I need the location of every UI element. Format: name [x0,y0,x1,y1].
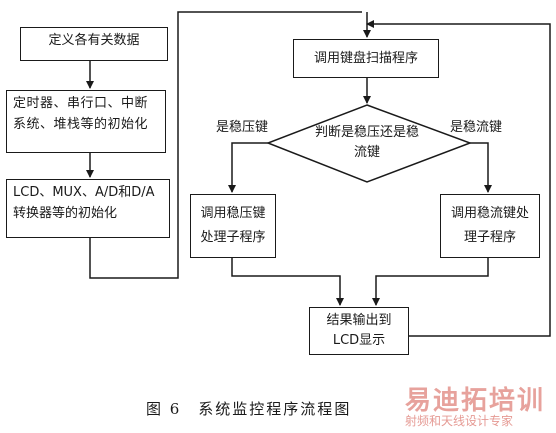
label-yes-voltage: 是稳压键 [216,120,269,135]
loop-return-line [366,20,551,337]
arrow-voltage-to-output [231,258,344,306]
connector-init-to-loop [89,11,362,279]
voltage-subroutine-box: 调用稳压键处理子程序 [190,194,276,258]
output-lcd-box: 结果输出到LCD显示 [309,307,409,355]
arrow-decision-to-current [470,142,492,193]
timer-init-box: 定时器、串行口、中断系统、堆栈等的初始化 [6,90,166,153]
decision-diamond [265,104,473,183]
figure-caption: 图 6 系统监控程序流程图 [146,400,352,418]
watermark-brand: 易迪拓培训 [405,386,546,416]
keyboard-scan-box: 调用键盘扫描程序 [293,39,439,78]
decision-text: 判断是稳压还是稳流键 [314,125,419,160]
label-yes-current: 是稳流键 [450,120,503,135]
lcd-init-box: LCD、MUX、A/D和D/A转换器等的初始化 [6,179,170,238]
watermark-subtitle: 射频和天线设计专家 [405,414,514,428]
current-subroutine-box: 调用稳流键处理子程序 [440,194,540,258]
arrow-decision-to-voltage [228,142,268,193]
arrow-current-to-output [372,258,489,306]
define-data-box: 定义各有关数据 [20,27,168,61]
